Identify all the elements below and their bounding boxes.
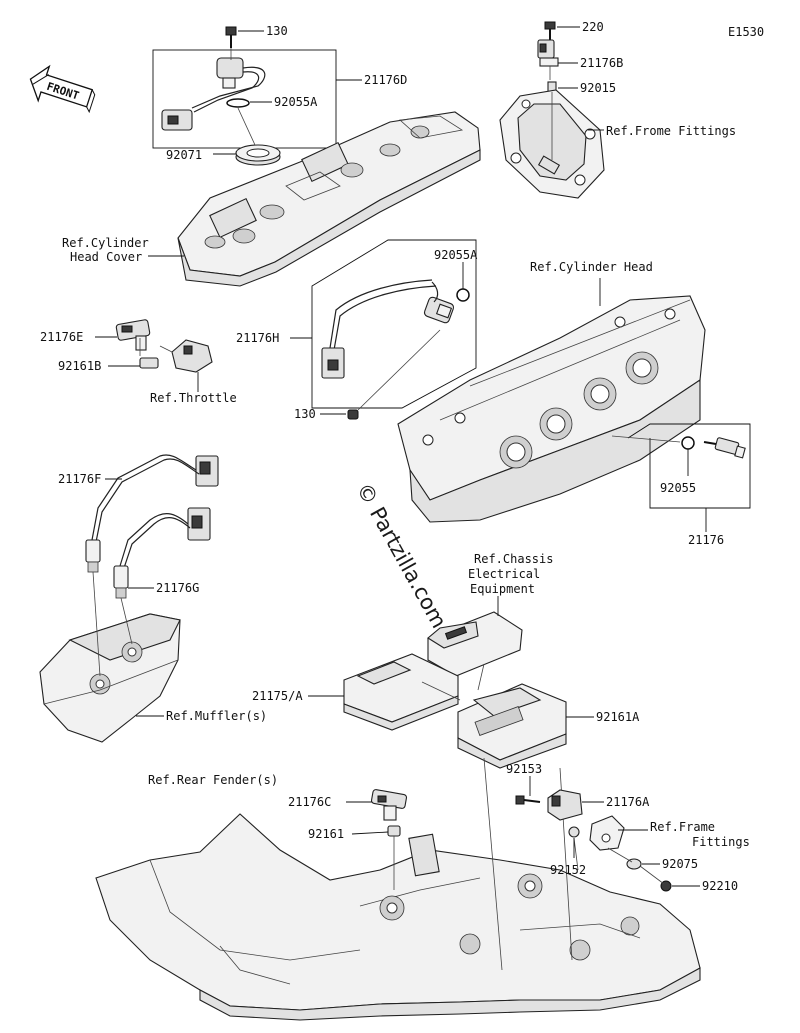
label-21176B: 21176B	[580, 56, 623, 70]
label-ref-frame-fittings-1: Ref.Frame	[650, 820, 715, 834]
bolt-92153	[515, 795, 541, 805]
sensor-21176F	[85, 454, 219, 573]
label-ref-frame-fittings-2: Fittings	[692, 835, 750, 849]
label-ref-muffler: Ref.Muffler(s)	[166, 709, 267, 723]
label-ref-cyl-head-cover-1: Ref.Cylinder	[62, 236, 149, 250]
label-ref-cyl-head: Ref.Cylinder Head	[530, 260, 653, 274]
sensor-21176B	[537, 39, 559, 67]
sensor-21176E-group	[115, 319, 213, 373]
ecu-92161A	[457, 683, 567, 769]
label-21176D: 21176D	[364, 73, 407, 87]
label-130-mid: 130	[294, 407, 316, 421]
ecu-upper	[427, 611, 523, 677]
label-21176C: 21176C	[288, 795, 331, 809]
sensor-21176H-group	[311, 239, 477, 420]
oring-92055	[681, 436, 695, 450]
label-21176H: 21176H	[236, 331, 279, 345]
sensor-21176-group	[611, 423, 751, 509]
leader-lines	[95, 26, 707, 887]
sensor-21176C-group	[370, 789, 408, 890]
label-21176E: 21176E	[40, 330, 83, 344]
grommet-92071	[235, 144, 281, 166]
sensor-21176	[703, 437, 746, 459]
screw-92161	[387, 825, 401, 837]
cylinder-head-cover	[177, 111, 481, 287]
label-ref-chassis-1: Ref.Chassis	[474, 552, 553, 566]
label-21176: 21176	[688, 533, 724, 547]
label-ref-cyl-head-cover-2: Head Cover	[70, 250, 142, 264]
label-92153: 92153	[506, 762, 542, 776]
bolt-130-mid	[347, 409, 359, 420]
label-21176A: 21176A	[606, 795, 650, 809]
sensor-21176G	[113, 507, 211, 599]
throttle-body-fragment	[159, 339, 213, 373]
sensor-21176A	[547, 789, 583, 821]
label-ref-rear-fender: Ref.Rear Fender(s)	[148, 773, 278, 787]
label-92055A-top: 92055A	[274, 95, 318, 109]
bracket-frame-fitting	[589, 815, 625, 851]
label-92055A-mid: 92055A	[434, 248, 478, 262]
front-arrow: FRONT	[29, 64, 96, 114]
sensor-21176H	[321, 279, 455, 379]
bolt-130-top	[225, 26, 237, 48]
sensor-21176B-group	[499, 21, 605, 199]
ecu-group	[343, 611, 567, 769]
label-ref-chassis-3: Equipment	[470, 582, 535, 596]
label-ref-throttle: Ref.Throttle	[150, 391, 237, 405]
sensor-21176D	[161, 57, 266, 131]
label-21176F: 21176F	[58, 472, 101, 486]
label-92152: 92152	[550, 863, 586, 877]
label-92161: 92161	[308, 827, 344, 841]
label-21175A: 21175/A	[252, 689, 303, 703]
rear-fender	[95, 757, 701, 1021]
ecu-21175A	[343, 653, 459, 731]
washer-92152	[568, 826, 580, 838]
label-ref-frome-fittings: Ref.Frome Fittings	[606, 124, 736, 138]
sensor-21176D-group	[152, 26, 337, 166]
label-21176G: 21176G	[156, 581, 199, 595]
label-92071: 92071	[166, 148, 202, 162]
muffler	[39, 571, 181, 743]
sensor-21176A-group	[515, 789, 672, 892]
label-92015: 92015	[580, 81, 616, 95]
label-92210: 92210	[702, 879, 738, 893]
screw-92161B	[139, 357, 159, 369]
oring-92055A-top	[226, 98, 250, 108]
label-92055: 92055	[660, 481, 696, 495]
sensor-21176C	[370, 789, 408, 821]
oring-92055A-mid	[456, 288, 470, 302]
label-130-top: 130	[266, 24, 288, 38]
label-ref-chassis-2: Electrical	[468, 567, 540, 581]
part-labels: 130 21176D 92055A 92071 Ref.Cylinder Hea…	[40, 20, 750, 893]
label-92161A: 92161A	[596, 710, 640, 724]
label-220: 220	[582, 20, 604, 34]
label-92161B: 92161B	[58, 359, 101, 373]
sensor-21176E	[115, 319, 151, 351]
label-92075: 92075	[662, 857, 698, 871]
diagram-code: E1530	[728, 25, 764, 39]
cylinder-head	[397, 295, 706, 523]
